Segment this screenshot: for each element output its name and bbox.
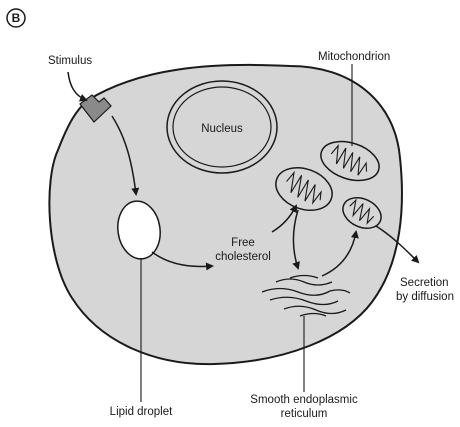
mitochondrion-label: Mitochondrion [318,51,390,63]
free-cholesterol-label-line2: cholesterol [215,251,271,263]
panel-label: B [12,11,21,25]
secretion-label-line2: by diffusion [396,291,454,303]
nucleus-label: Nucleus [201,123,243,135]
arrow-stimulus-receptor [68,72,86,100]
ser-label-line2: reticulum [281,408,328,420]
stimulus-label: Stimulus [48,55,92,67]
nucleus: Nucleus [167,81,277,173]
lipid-droplet-label: Lipid droplet [110,406,173,418]
panel-label-badge: B [7,9,25,27]
secretion-label-line1: Secretion [400,277,449,289]
ser-label-line1: Smooth endoplasmic [250,394,358,406]
free-cholesterol-label-line1: Free [231,237,255,249]
